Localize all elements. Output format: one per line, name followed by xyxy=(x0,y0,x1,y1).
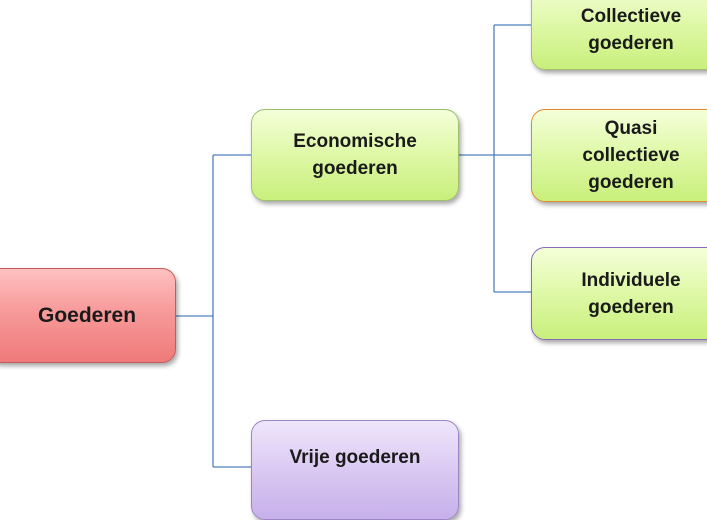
node-quasi-collectieve-goederen-label: Quasi collectieve goederen xyxy=(582,118,680,193)
node-collectieve-goederen-label: Collectieve goederen xyxy=(580,6,682,54)
node-vrije-goederen-label: Vrije goederen xyxy=(289,447,421,468)
node-goederen: Goederen xyxy=(0,268,176,363)
node-vrije-goederen: Vrije goederen xyxy=(251,420,459,520)
connector-lines xyxy=(176,24,531,468)
node-quasi-collectieve-goederen: Quasi collectieve goederen xyxy=(531,109,707,202)
node-individuele-goederen-label: Individuele goederen xyxy=(581,269,681,318)
node-economische-goederen: Economische goederen xyxy=(251,109,459,201)
node-individuele-goederen: Individuele goederen xyxy=(531,247,707,340)
node-economische-goederen-label: Economische goederen xyxy=(293,131,417,179)
node-collectieve-goederen: Collectieve goederen xyxy=(531,0,707,70)
node-goederen-label: Goederen xyxy=(38,304,137,327)
